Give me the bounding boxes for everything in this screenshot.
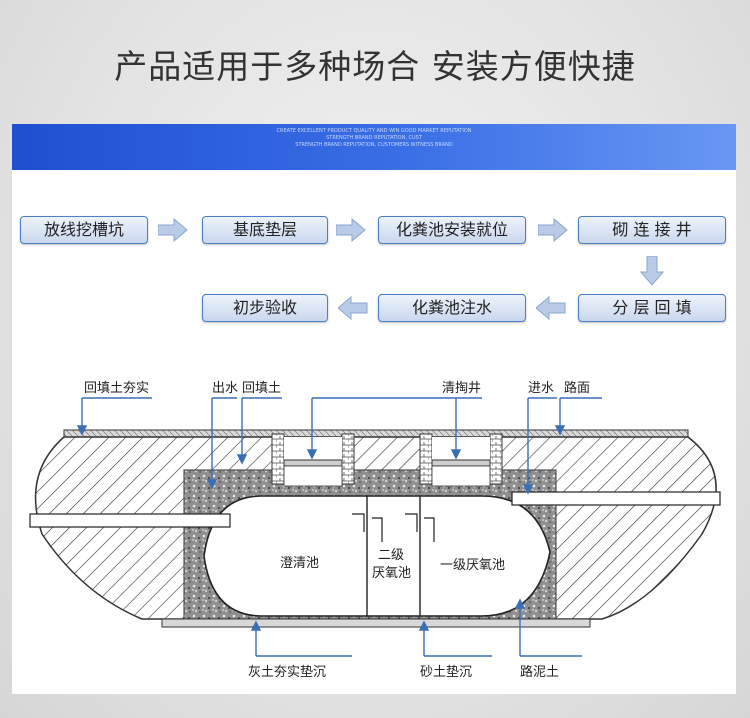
label-outlet: 出水 xyxy=(212,381,238,396)
label-inlet: 进水 xyxy=(528,381,554,396)
banner-line-2: STRENGTH BRAND REPUTATION, CUST xyxy=(326,135,422,141)
arrow-right-icon xyxy=(158,218,188,242)
label-secondary-line1: 二级 xyxy=(378,548,404,563)
label-sand-cushion: 砂土垫沉 xyxy=(420,664,472,680)
diagram-card: CREATE EXCELLENT PRODUCT QUALITY AND WIN… xyxy=(12,124,736,694)
arrow-right-icon xyxy=(336,218,366,242)
step-build-well: 砌 连 接 井 xyxy=(578,216,726,244)
step-preliminary-acceptance: 初步验收 xyxy=(202,294,328,322)
arrow-left-icon xyxy=(338,296,368,320)
septic-tank-body xyxy=(203,495,551,617)
label-primary: 一级厌氧池 xyxy=(440,558,505,573)
sand-cushion-layer xyxy=(161,618,591,628)
page-headline: 产品适用于多种场合 安装方便快捷 xyxy=(114,47,636,86)
label-lime-cushion: 灰土夯实垫沉 xyxy=(248,664,326,680)
step-dig-pit: 放线挖槽坑 xyxy=(20,216,148,244)
label-backfill-compact: 回填土夯实 xyxy=(84,381,149,396)
septic-tank-cross-section: 回填土夯实 出水 回填土 清掏井 进水 路面 澄清池 二级 厌氧池 一级厌氧池 … xyxy=(29,380,721,680)
arrow-down-icon xyxy=(640,256,664,286)
step-base-cushion: 基底垫层 xyxy=(202,216,328,244)
step-layered-backfill: 分 层 回 填 xyxy=(578,294,726,322)
label-secondary-line2: 厌氧池 xyxy=(372,566,411,581)
inlet-pipe xyxy=(511,491,721,506)
label-clarifier: 澄清池 xyxy=(280,556,319,571)
arrow-right-icon xyxy=(538,218,568,242)
outlet-pipe xyxy=(29,513,231,528)
label-cleanout: 清掏井 xyxy=(442,380,481,396)
banner-line-1: CREATE EXCELLENT PRODUCT QUALITY AND WIN… xyxy=(276,128,472,134)
banner-line-3: STRENGTH BRAND REPUTATION, CUSTOMERS WIT… xyxy=(295,142,453,148)
step-install-tank: 化粪池安装就位 xyxy=(378,216,526,244)
step-fill-water: 化粪池注水 xyxy=(378,294,526,322)
label-road: 路面 xyxy=(564,380,590,396)
label-backfill: 回填土 xyxy=(242,381,281,396)
label-road-mud: 路泥土 xyxy=(520,664,559,680)
arrow-left-icon xyxy=(536,296,566,320)
road-surface xyxy=(63,429,689,438)
banner: CREATE EXCELLENT PRODUCT QUALITY AND WIN… xyxy=(12,124,736,170)
